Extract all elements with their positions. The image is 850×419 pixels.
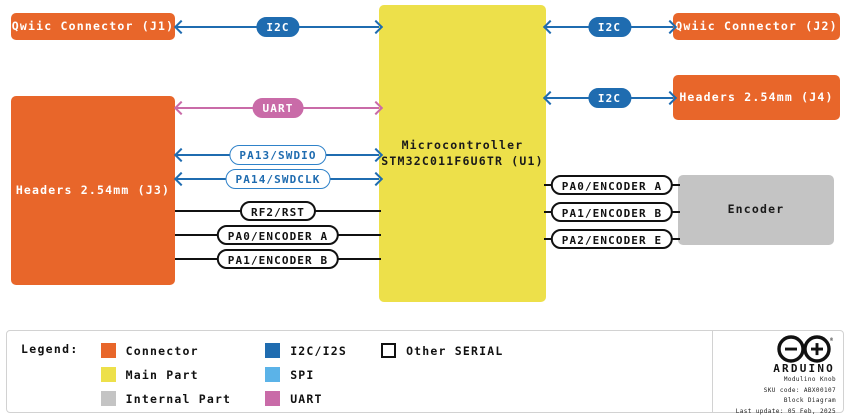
connection-j3-encoder-b: PA1/ENCODER B [175, 249, 381, 269]
signal-label-pa14-swdclk: PA14/SWDCLK [225, 169, 331, 189]
legend-label-connector: Connector [125, 343, 199, 358]
arrow-left-icon [176, 149, 185, 161]
arrow-right-icon [371, 149, 380, 161]
arrow-left-icon [176, 102, 185, 114]
connection-j3-encoder-a: PA0/ENCODER A [175, 225, 381, 245]
signal-label-pa0-encoder-a: PA0/ENCODER A [216, 225, 340, 245]
legend-swatch-other-serial [381, 343, 397, 358]
document-type: Block Diagram [783, 397, 836, 404]
legend-label-other-serial: Other SERIAL [406, 343, 504, 358]
connection-j1-i2c: I2C [177, 17, 379, 37]
arduino-logo: ® ARDUINO [773, 335, 835, 375]
signal-label-rf2-rst: RF2/RST [239, 201, 317, 221]
legend-item-spi: SPI [265, 364, 347, 385]
microcontroller-title: Microcontroller [401, 137, 524, 152]
legend-item-other-serial: Other SERIAL [381, 340, 503, 361]
arrow-right-icon [665, 21, 674, 33]
connection-encoder-e: PA2/ENCODER E [544, 229, 680, 249]
legend-item-internal-part: Internal Part [100, 388, 232, 409]
legend-swatch-uart [265, 391, 281, 406]
arduino-infinity-icon: ® [777, 335, 833, 363]
svg-text:®: ® [830, 337, 833, 343]
arrow-left-icon [176, 21, 185, 33]
legend-swatch-spi [265, 367, 281, 382]
arrow-right-icon [665, 92, 674, 104]
signal-label-pa0-encoder-a: PA0/ENCODER A [550, 175, 674, 195]
block-qwiic-connector-j2[interactable]: Qwiic Connector (J2) [673, 13, 840, 40]
sku-code: SKU code: ABX00107 [763, 386, 836, 394]
connection-j3-swdio: PA13/SWDIO [177, 145, 379, 165]
block-qwiic-connector-j1[interactable]: Qwiic Connector (J1) [11, 13, 175, 40]
title-metadata: Modulino Knob SKU code: ABX00107 Block D… [736, 375, 836, 417]
connection-j2-i2c: I2C [546, 17, 673, 37]
legend-label-main-part: Main Part [125, 367, 199, 382]
legend-item-i2c: I2C/I2S [265, 340, 347, 361]
legend-panel: Legend: Connector Main Part Internal Par… [6, 330, 844, 413]
legend-column-parts: Connector Main Part Internal Part [100, 340, 232, 412]
connection-encoder-b: PA1/ENCODER B [544, 202, 680, 222]
arrow-right-icon [371, 21, 380, 33]
legend-title: Legend: [21, 342, 79, 356]
legend-swatch-main-part [100, 367, 116, 382]
legend-item-connector: Connector [100, 340, 232, 361]
signal-label-pa2-encoder-e: PA2/ENCODER E [550, 229, 674, 249]
connection-j3-rst: RF2/RST [175, 201, 381, 221]
last-update: Last update: 05 Feb, 2025 [735, 407, 836, 415]
title-block: ® ARDUINO Modulino Knob SKU code: ABX001… [712, 331, 843, 415]
legend-swatch-internal-part [100, 391, 116, 406]
legend-label-spi: SPI [290, 367, 315, 382]
arrow-left-icon [176, 173, 185, 185]
legend-swatch-i2c [265, 343, 281, 358]
connection-encoder-a: PA0/ENCODER A [544, 175, 680, 195]
arrow-right-icon [371, 102, 380, 114]
connection-j3-uart: UART [177, 98, 379, 118]
signal-label-pa1-encoder-b: PA1/ENCODER B [550, 202, 674, 222]
legend-column-other: Other SERIAL [381, 340, 503, 364]
legend-label-uart: UART [290, 391, 323, 406]
product-name: Modulino Knob [783, 376, 836, 383]
signal-label-i2c: I2C [256, 17, 300, 37]
arrow-left-icon [545, 92, 554, 104]
arrow-left-icon [545, 21, 554, 33]
block-encoder[interactable]: Encoder [678, 175, 834, 245]
microcontroller-part-number: STM32C011F6U6TR (U1) [381, 153, 544, 168]
signal-label-pa1-encoder-b: PA1/ENCODER B [216, 249, 340, 269]
legend-item-uart: UART [265, 388, 347, 409]
signal-label-pa13-swdio: PA13/SWDIO [229, 145, 327, 165]
legend-swatch-connector [100, 343, 116, 358]
legend-column-buses: I2C/I2S SPI UART [265, 340, 347, 412]
block-headers-j3[interactable]: Headers 2.54mm (J3) [11, 96, 175, 285]
legend-label-i2c: I2C/I2S [290, 343, 348, 358]
signal-label-i2c: I2C [587, 17, 632, 37]
legend-label-internal-part: Internal Part [125, 391, 232, 406]
signal-label-uart: UART [252, 98, 304, 118]
connection-j3-swdclk: PA14/SWDCLK [177, 169, 379, 189]
arduino-wordmark: ARDUINO [773, 362, 835, 375]
legend-item-main-part: Main Part [100, 364, 232, 385]
block-headers-j4[interactable]: Headers 2.54mm (J4) [673, 75, 840, 120]
signal-label-i2c: I2C [587, 88, 632, 108]
block-microcontroller-u1[interactable]: Microcontroller STM32C011F6U6TR (U1) [379, 5, 546, 302]
connection-j4-i2c: I2C [546, 88, 673, 108]
arrow-right-icon [371, 173, 380, 185]
